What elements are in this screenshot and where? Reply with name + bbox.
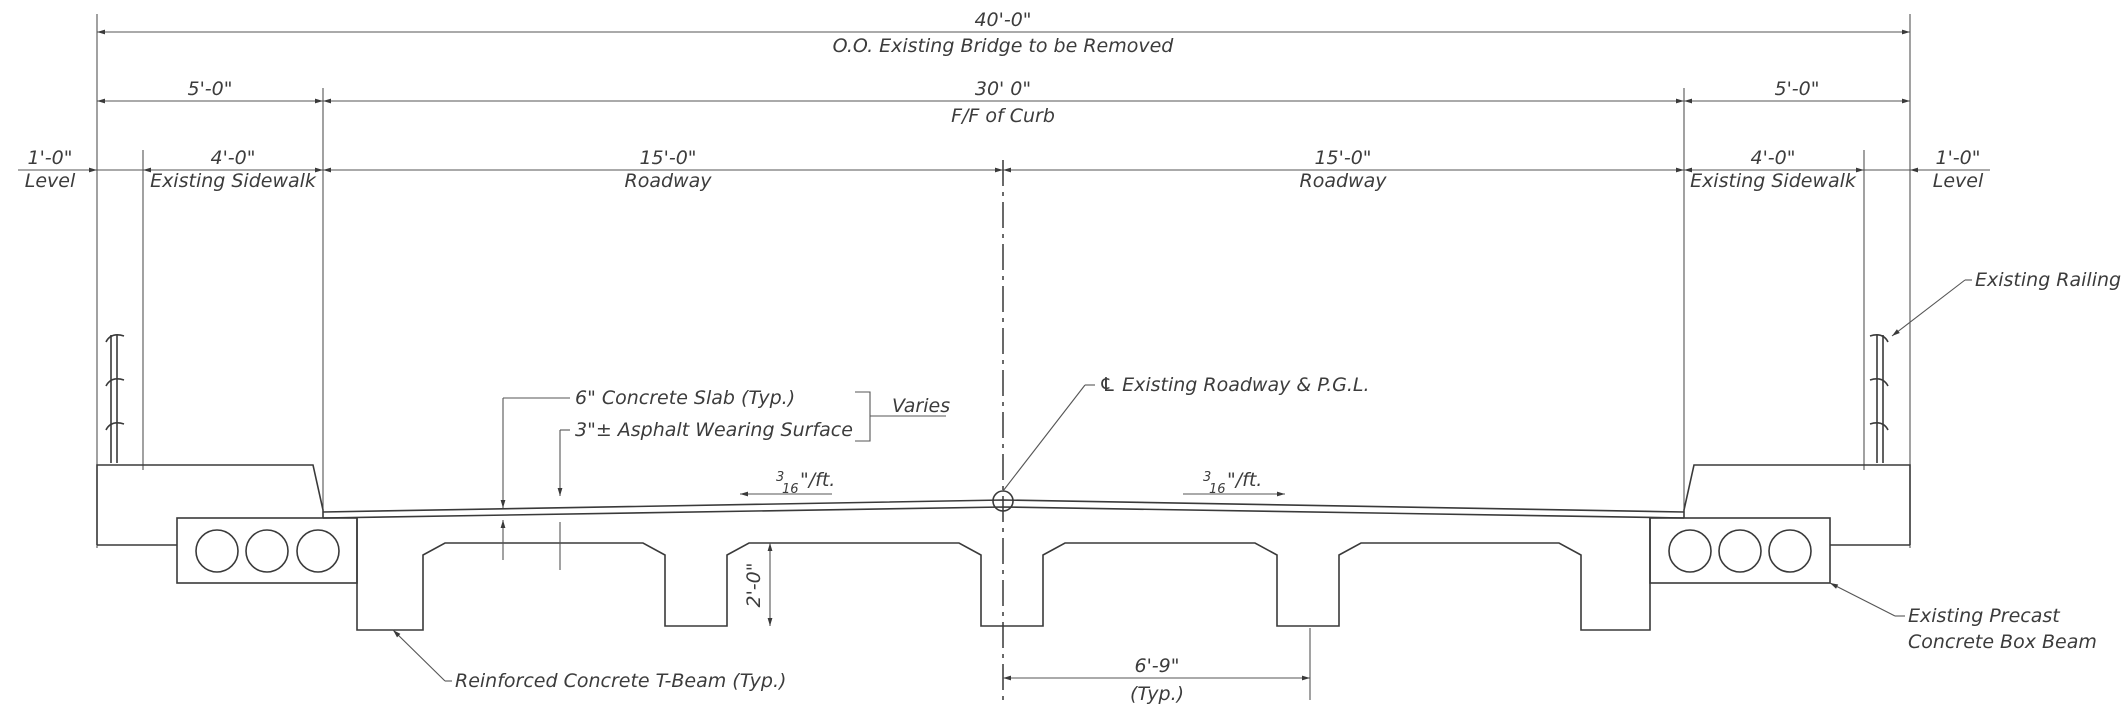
left-roadway-value: 15'-0"	[639, 147, 696, 169]
box-beam-label-line2: Concrete Box Beam	[1908, 631, 2097, 653]
overall-dimension: 40'-0" O.O. Existing Bridge to be Remove…	[97, 9, 1910, 57]
left-railing	[105, 334, 125, 463]
overall-dimension-value: 40'-0"	[974, 9, 1031, 31]
left-sidewalk-label: Existing Sidewalk	[150, 170, 317, 192]
left-box-beam	[176, 517, 358, 584]
right-slope-indicator: 3 16 "/ft.	[1183, 469, 1285, 497]
box-beam-callout: Existing Precast Concrete Box Beam	[1829, 582, 2097, 653]
centerline-label: ℄ Existing Roadway & P.G.L.	[1099, 374, 1370, 396]
sidewalk-roadway-dimension-row: 1'-0" Level 4'-0" Existing Sidewalk 15'-…	[18, 147, 1990, 192]
existing-railing-label: Existing Railing	[1975, 269, 2121, 291]
right-slope-num: 3	[1203, 470, 1211, 485]
left-level-label: Level	[25, 170, 76, 192]
right-level-label: Level	[1933, 170, 1984, 192]
varies-label: Varies	[892, 395, 950, 417]
t-beam-callout: Reinforced Concrete T-Beam (Typ.)	[392, 629, 786, 692]
right-sidewalk-block	[1683, 464, 1911, 546]
box-beam-label-line1: Existing Precast	[1908, 605, 2061, 627]
right-roadway-value: 15'-0"	[1314, 147, 1371, 169]
existing-railing-callout: Existing Railing	[1891, 269, 2121, 337]
right-railing	[1869, 334, 1889, 463]
right-slope-den: 16	[1209, 482, 1226, 497]
right-slope-unit: "/ft.	[1227, 469, 1262, 491]
concrete-slab-label: 6" Concrete Slab (Typ.)	[575, 387, 795, 409]
left-slope-indicator: 3 16 "/ft.	[740, 469, 835, 497]
right-sidewalk-value: 4'-0"	[1751, 147, 1796, 169]
right-level-value: 1'-0"	[1936, 147, 1981, 169]
curb-to-curb-value: 30' 0"	[975, 78, 1031, 100]
slab-thickness-callouts: 6" Concrete Slab (Typ.) 3"± Asphalt Wear…	[500, 387, 950, 570]
beam-depth-value: 2'-0"	[743, 563, 765, 608]
right-roadway-label: Roadway	[1300, 170, 1388, 192]
beam-spacing-note: (Typ.)	[1130, 683, 1184, 705]
curb-to-curb-note: F/F of Curb	[951, 105, 1055, 127]
left-level-value: 1'-0"	[28, 147, 73, 169]
centerline-callout: ℄ Existing Roadway & P.G.L.	[992, 374, 1370, 512]
t-beam-label: Reinforced Concrete T-Beam (Typ.)	[455, 670, 786, 692]
left-sidewalk-value: 4'-0"	[211, 147, 256, 169]
extension-lines	[96, 14, 1911, 548]
asphalt-label: 3"± Asphalt Wearing Surface	[575, 419, 853, 441]
right-sidewalk-total-value: 5'-0"	[1775, 78, 1820, 100]
overall-dimension-note: O.O. Existing Bridge to be Removed	[833, 35, 1175, 57]
curb-dimension-row: 5'-0" 30' 0" F/F of Curb 5'-0"	[97, 78, 1910, 127]
deck-slab	[322, 499, 1685, 631]
right-box-beam	[1649, 517, 1831, 584]
beam-spacing-dimension: 6'-9" (Typ.)	[1003, 628, 1311, 705]
right-sidewalk-label: Existing Sidewalk	[1690, 170, 1857, 192]
left-slope-num: 3	[776, 470, 784, 485]
left-slope-den: 16	[782, 482, 799, 497]
beam-depth-dimension: 2'-0"	[743, 543, 773, 626]
left-sidewalk-total-value: 5'-0"	[188, 78, 233, 100]
left-roadway-label: Roadway	[625, 170, 713, 192]
left-slope-unit: "/ft.	[800, 469, 835, 491]
beam-spacing-value: 6'-9"	[1135, 655, 1180, 677]
left-sidewalk-block	[96, 464, 324, 546]
